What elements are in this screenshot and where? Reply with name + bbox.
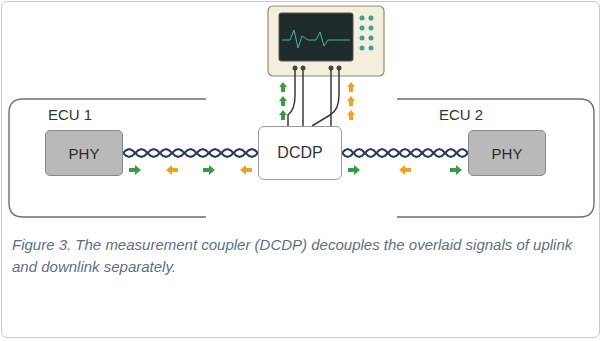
phy-label: PHY	[492, 145, 523, 162]
oscilloscope	[268, 6, 384, 76]
ecu-unit: ECU 2 PHY	[395, 98, 595, 218]
downlink-arrows	[347, 82, 355, 120]
probe-wires	[288, 70, 339, 126]
phy-chip: PHY	[45, 130, 123, 176]
ecu-unit: ECU 1 PHY	[8, 98, 208, 218]
coupler-label: DCDP	[277, 144, 322, 162]
caption-text: Figure 3. The measurement coupler (DCDP)…	[12, 236, 572, 275]
phy-chip: PHY	[468, 130, 546, 176]
figure-caption: Figure 3. The measurement coupler (DCDP)…	[12, 234, 587, 278]
twisted-pair-cable	[123, 149, 258, 175]
ecu-label: ECU 2	[439, 106, 483, 123]
twisted-pair-cable	[342, 149, 468, 175]
coupler-box: DCDP	[258, 126, 342, 180]
uplink-arrows	[279, 82, 287, 120]
phy-label: PHY	[69, 145, 100, 162]
ecu-label: ECU 1	[48, 106, 92, 123]
